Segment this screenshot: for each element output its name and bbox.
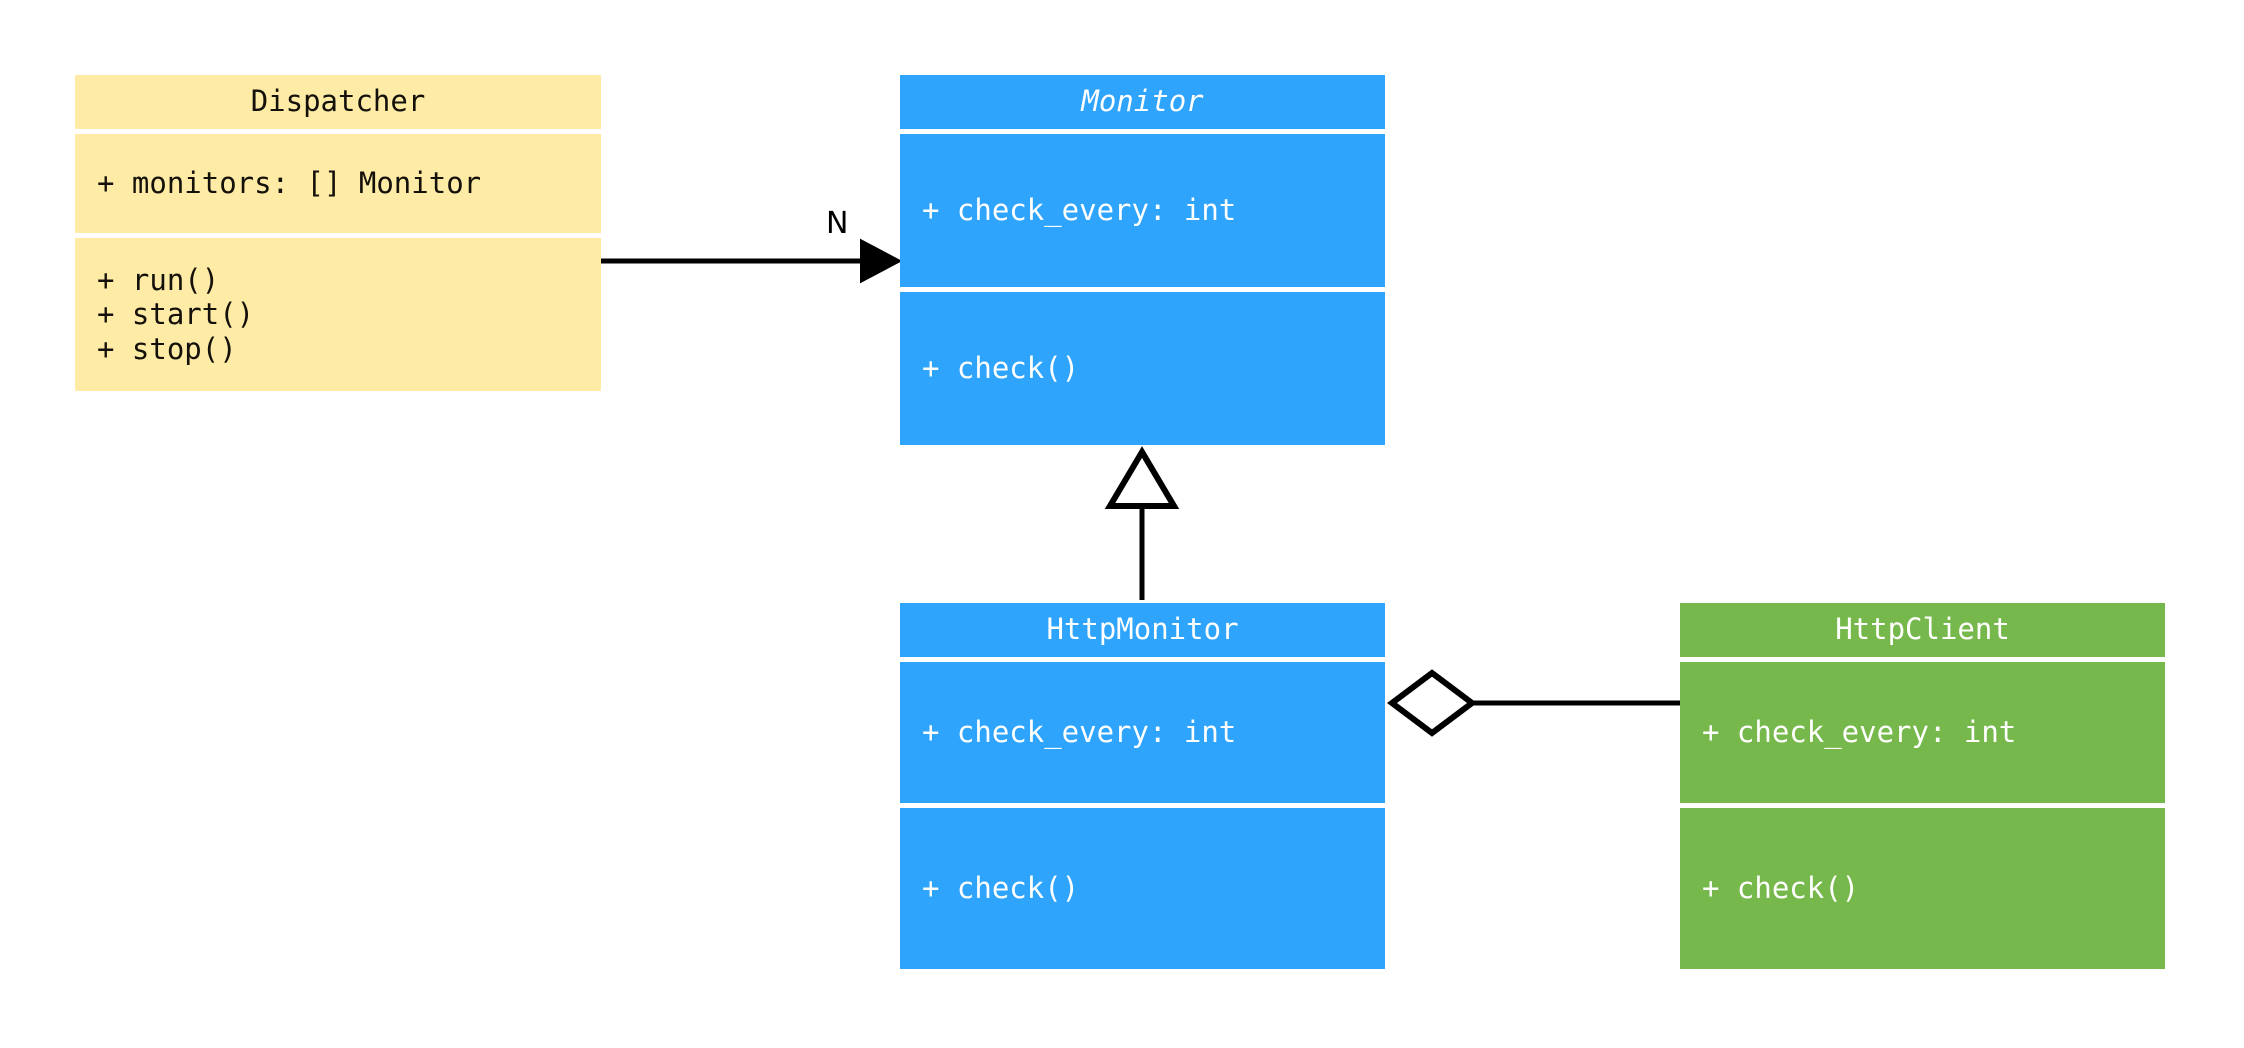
edge-httpmonitor-to-httpclient	[1387, 669, 1680, 737]
class-name-dispatcher: Dispatcher	[250, 84, 426, 119]
class-methods-compartment-monitor: + check()	[900, 292, 1385, 445]
class-box-http-client[interactable]: HttpClient + check_every: int + check()	[1680, 603, 2165, 969]
edge-dispatcher-to-monitor	[600, 238, 903, 284]
class-attributes-compartment-http-client: + check_every: int	[1680, 662, 2165, 803]
method-row: + check()	[922, 871, 1080, 906]
attribute-row: + check_every: int	[922, 715, 1237, 750]
edge-httpmonitor-to-monitor	[1104, 446, 1180, 600]
attribute-row: + check_every: int	[922, 193, 1237, 228]
class-methods-compartment-dispatcher: + run() + start() + stop()	[75, 238, 601, 391]
method-row: + check()	[1702, 871, 1860, 906]
class-box-monitor[interactable]: Monitor + check_every: int + check()	[900, 75, 1385, 445]
class-title-compartment-http-monitor: HttpMonitor	[900, 603, 1385, 657]
class-title-compartment-dispatcher: Dispatcher	[75, 75, 601, 129]
attribute-row: + monitors: [] Monitor	[97, 166, 482, 201]
class-title-compartment-monitor: Monitor	[900, 75, 1385, 129]
edge-label-multiplicity-n: N	[826, 206, 849, 241]
class-attributes-compartment-monitor: + check_every: int	[900, 134, 1385, 287]
class-box-dispatcher[interactable]: Dispatcher + monitors: [] Monitor + run(…	[75, 75, 601, 391]
method-row: + start()	[97, 297, 255, 332]
class-attributes-compartment-http-monitor: + check_every: int	[900, 662, 1385, 803]
class-methods-compartment-http-client: + check()	[1680, 808, 2165, 969]
class-title-compartment-http-client: HttpClient	[1680, 603, 2165, 657]
class-name-http-client: HttpClient	[1835, 612, 2010, 647]
method-row: + run()	[97, 263, 220, 298]
method-row: + stop()	[97, 331, 237, 366]
method-row: + check()	[922, 351, 1080, 386]
class-box-http-monitor[interactable]: HttpMonitor + check_every: int + check()	[900, 603, 1385, 969]
class-methods-compartment-http-monitor: + check()	[900, 808, 1385, 969]
attribute-row: + check_every: int	[1702, 715, 2017, 750]
class-name-monitor: Monitor	[1081, 84, 1204, 119]
class-attributes-compartment-dispatcher: + monitors: [] Monitor	[75, 134, 601, 233]
class-name-http-monitor: HttpMonitor	[1046, 612, 1239, 647]
